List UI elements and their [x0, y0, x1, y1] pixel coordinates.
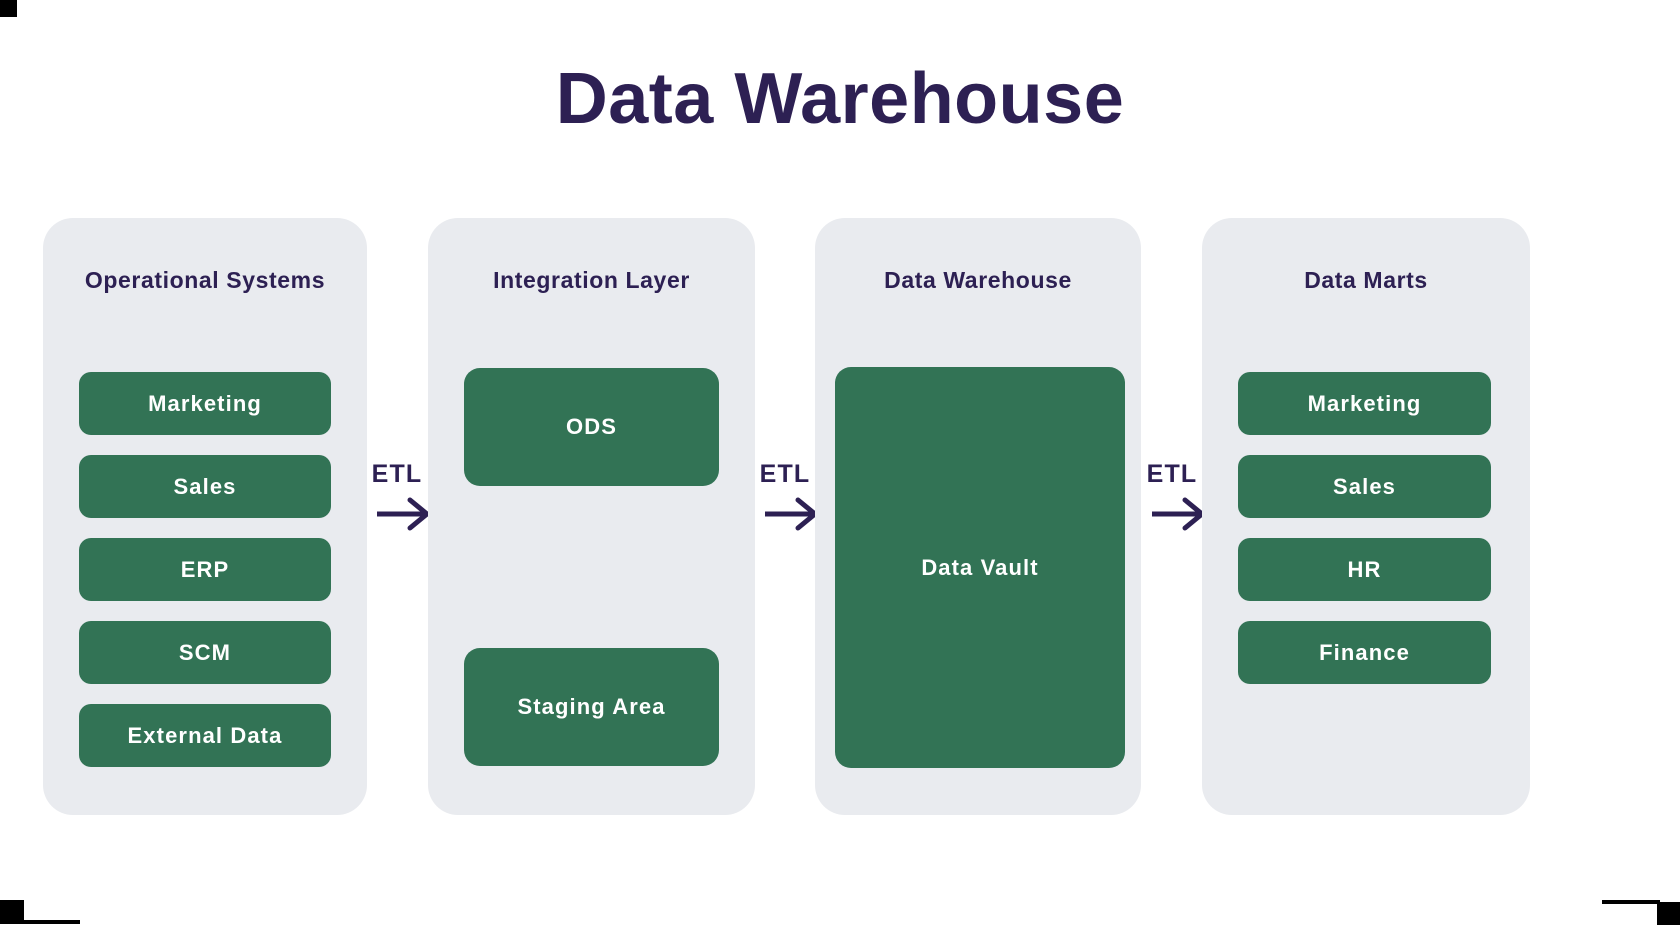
- etl-label-1: ETL: [371, 460, 423, 488]
- panel-data-warehouse: Data Warehouse Data Vault: [815, 218, 1141, 815]
- node-finance-mart[interactable]: Finance: [1238, 621, 1491, 684]
- crop-mark-bottom-right: [1657, 902, 1680, 925]
- etl-label-2: ETL: [759, 460, 811, 488]
- node-scm-source[interactable]: SCM: [79, 621, 331, 684]
- page-title: Data Warehouse: [555, 59, 1125, 139]
- crop-mark-bottom-left: [0, 900, 24, 924]
- panel-title-data-warehouse: Data Warehouse: [884, 267, 1072, 293]
- panel-title-operational-systems: Operational Systems: [84, 267, 326, 293]
- node-sales-source[interactable]: Sales: [79, 455, 331, 518]
- node-data-vault[interactable]: Data Vault: [835, 367, 1125, 768]
- panel-title-integration-layer: Integration Layer: [493, 267, 690, 293]
- arrow-right-icon-1: [377, 497, 430, 531]
- node-erp-source[interactable]: ERP: [79, 538, 331, 601]
- arrow-right-icon-3: [1152, 497, 1205, 531]
- panel-operational-systems: Operational Systems Marketing Sales ERP …: [43, 218, 367, 815]
- node-marketing-source[interactable]: Marketing: [79, 372, 331, 435]
- arrow-right-icon-2: [765, 497, 818, 531]
- node-marketing-mart[interactable]: Marketing: [1238, 372, 1491, 435]
- crop-mark-top-left: [0, 0, 17, 17]
- node-external-data-source[interactable]: External Data: [79, 704, 331, 767]
- node-sales-mart[interactable]: Sales: [1238, 455, 1491, 518]
- node-ods[interactable]: ODS: [464, 368, 719, 486]
- etl-label-3: ETL: [1146, 460, 1198, 488]
- crop-mark-bottom-right-bar: [1602, 900, 1660, 904]
- crop-mark-bottom-left-bar: [22, 920, 80, 924]
- node-staging-area[interactable]: Staging Area: [464, 648, 719, 766]
- panel-data-marts: Data Marts Marketing Sales HR Finance: [1202, 218, 1530, 815]
- node-hr-mart[interactable]: HR: [1238, 538, 1491, 601]
- panel-integration-layer: Integration Layer ODS Staging Area: [428, 218, 755, 815]
- panel-title-data-marts: Data Marts: [1304, 267, 1428, 293]
